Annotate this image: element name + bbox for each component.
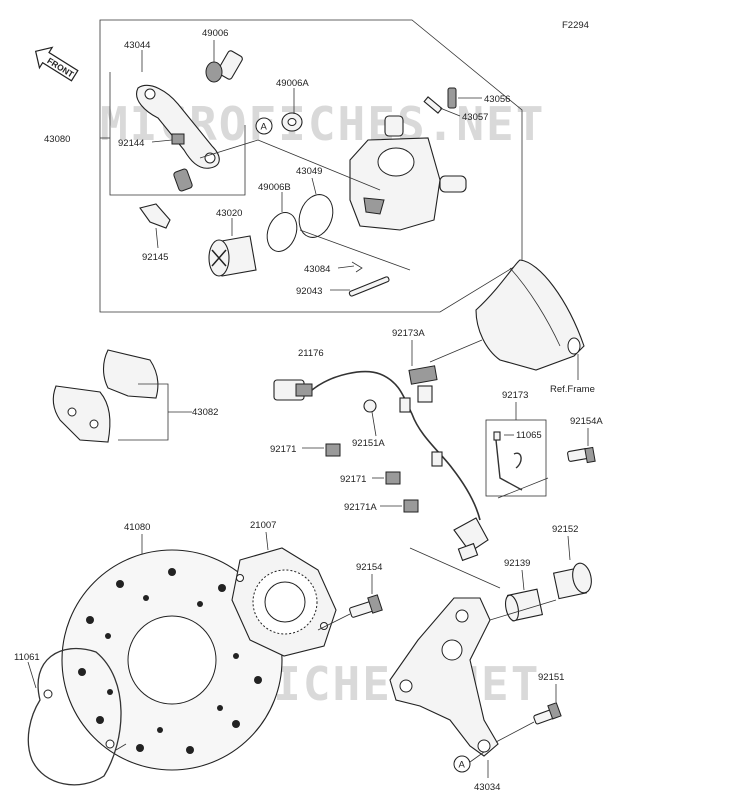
seal-43049 — [298, 194, 334, 238]
pin-92043 — [348, 276, 390, 297]
label-92139: 92139 — [504, 558, 530, 569]
label-49006: 49006 — [202, 28, 228, 39]
gasket-11061 — [27, 647, 122, 786]
piston-43020 — [208, 235, 257, 277]
boot-49006a — [281, 112, 303, 132]
bolt-92151 — [533, 702, 562, 725]
bushing-92152 — [552, 562, 592, 600]
label-11061: 11061 — [14, 652, 40, 663]
label-43084: 43084 — [304, 264, 330, 275]
label-43080: 43080 — [44, 134, 70, 145]
clamp-92171-b — [385, 471, 401, 485]
label-43056: 43056 — [484, 94, 510, 105]
label-92151: 92151 — [538, 672, 564, 683]
cap-43057 — [423, 96, 443, 114]
label-92154: 92154 — [356, 562, 382, 573]
label-92152: 92152 — [552, 524, 578, 535]
bracket-subgroup-outline — [109, 72, 246, 196]
frame-reference-part — [475, 259, 585, 371]
label-92154a: 92154A — [570, 416, 603, 427]
label-43020: 43020 — [216, 208, 242, 219]
figure-code: F2294 — [562, 20, 589, 31]
clamp-92173a-lower — [417, 385, 433, 403]
clip-43084 — [351, 261, 363, 273]
slide-pin-49006 — [205, 50, 243, 83]
brake-disc-41080 — [61, 549, 283, 771]
bolt-92154a — [567, 446, 596, 464]
label-92145: 92145 — [142, 252, 168, 263]
abs-sensor-harness-21176 — [273, 370, 481, 521]
clamp-92171a — [403, 499, 419, 513]
marker-a-bottom-label: A — [459, 760, 466, 771]
label-49006a: 49006A — [276, 78, 309, 89]
label-92171-second: 92171 — [340, 474, 366, 485]
label-43057: 43057 — [462, 112, 488, 123]
caliper-bracket-part — [136, 84, 220, 192]
caliper-body-part — [349, 115, 467, 231]
marker-a-top-label: A — [261, 122, 268, 133]
label-92043: 92043 — [296, 286, 322, 297]
clamp-92173-part — [493, 431, 523, 491]
label-49006b: 49006B — [258, 182, 291, 193]
label-43044: 43044 — [124, 40, 150, 51]
abs-sensor-body — [453, 517, 489, 562]
label-43049: 43049 — [296, 166, 322, 177]
brake-pads-43082 — [52, 349, 159, 443]
ref-frame-label: Ref.Frame — [550, 384, 595, 395]
spring-92145 — [139, 203, 171, 229]
bolt-92151a — [363, 399, 377, 437]
marker-a-top — [255, 117, 273, 135]
bolt-92154 — [349, 594, 383, 618]
clamp-92171-a — [325, 443, 341, 457]
caliper-holder-43034 — [389, 597, 499, 757]
label-11065: 11065 — [516, 430, 542, 441]
front-arrow-icon: FRONT — [34, 46, 79, 82]
label-92171: 92171 — [270, 444, 296, 455]
label-43034: 43034 — [474, 782, 500, 793]
bleeder-43056 — [447, 87, 457, 109]
label-21007: 21007 — [250, 520, 276, 531]
label-21176: 21176 — [298, 348, 324, 359]
label-92144: 92144 — [118, 138, 144, 149]
label-92171a: 92171A — [344, 502, 377, 513]
label-92173: 92173 — [502, 390, 528, 401]
label-92151a: 92151A — [352, 438, 385, 449]
seal-49006b — [266, 212, 298, 252]
clamp-92173a — [408, 365, 438, 385]
label-43082: 43082 — [192, 407, 218, 418]
marker-a-bottom — [453, 755, 471, 773]
clip-92144 — [171, 133, 185, 145]
label-41080: 41080 — [124, 522, 150, 533]
label-92173a: 92173A — [392, 328, 425, 339]
abs-rotor-21007 — [231, 547, 337, 657]
